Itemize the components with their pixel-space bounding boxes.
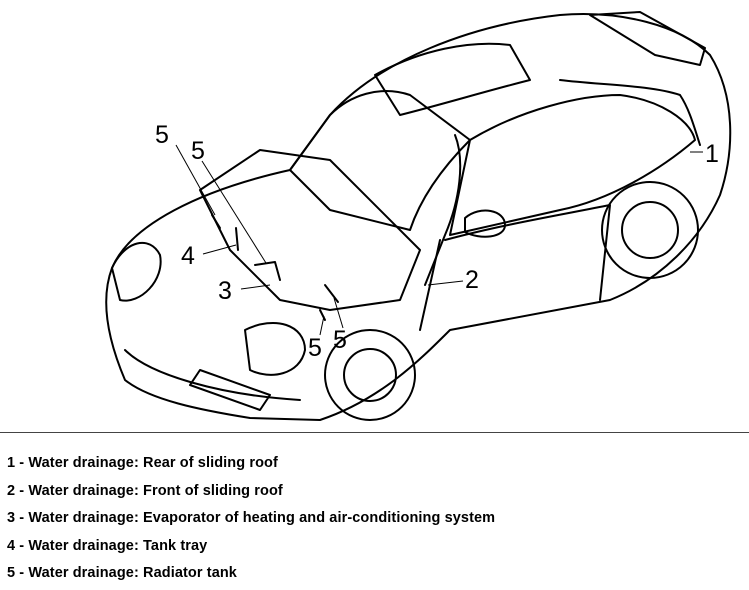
drainage-hose-front <box>424 134 462 286</box>
side-mirror <box>464 209 506 238</box>
legend-item-3: 3 - Water drainage: Evaporator of heatin… <box>7 510 496 527</box>
rear-wheel-rim <box>621 201 679 259</box>
callout-5d: 5 <box>333 326 347 354</box>
callout-5c: 5 <box>308 334 322 362</box>
legend-item-2: 2 - Water drainage: Front of sliding roo… <box>7 482 283 499</box>
drainage-hose-tank <box>211 214 239 251</box>
leader-5d <box>333 297 344 329</box>
sliding-roof <box>374 42 531 116</box>
engine-bay <box>199 149 421 311</box>
front-wheel-rim <box>343 348 397 402</box>
rear-wheel-tire <box>601 181 699 279</box>
left-headlight <box>111 241 162 302</box>
leader-5c <box>319 315 325 336</box>
leader-3 <box>240 284 271 290</box>
callout-5b: 5 <box>191 137 205 165</box>
front-bumper <box>124 349 301 411</box>
legend-item-4: 4 - Water drainage: Tank tray <box>7 537 208 554</box>
callout-4: 4 <box>181 242 195 270</box>
leader-2 <box>427 280 464 286</box>
leader-5b <box>201 160 267 264</box>
legend-item-1: 1 - Water drainage: Rear of sliding roof <box>7 455 278 471</box>
callout-3: 3 <box>218 277 232 305</box>
drainage-hose-rear <box>559 79 701 146</box>
drainage-hose-radiator <box>319 284 339 321</box>
leader-5a <box>175 144 216 216</box>
car-body-outline <box>105 13 732 421</box>
legend: 1 - Water drainage: Rear of sliding roof… <box>7 452 495 590</box>
drainage-hose-evaporator <box>254 261 281 281</box>
divider <box>0 432 749 433</box>
legend-item-5: 5 - Water drainage: Radiator tank <box>7 565 237 582</box>
side-window <box>449 94 696 236</box>
callout-5a: 5 <box>155 121 169 149</box>
car-drainage-illustration: 1 2 3 4 5 5 5 5 <box>105 11 732 421</box>
right-headlight <box>244 321 306 376</box>
rear-spoiler <box>589 11 706 66</box>
callout-2: 2 <box>465 266 479 294</box>
callout-1: 1 <box>705 140 719 168</box>
leader-4 <box>202 244 237 255</box>
front-wheel-tire <box>324 329 416 421</box>
